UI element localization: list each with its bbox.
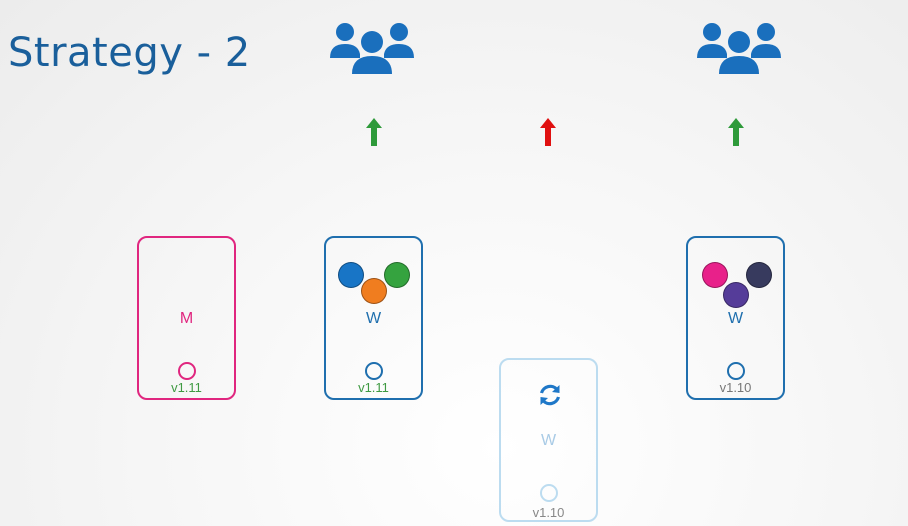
node-status-circle [364,362,383,380]
node-version: v1.11 [171,380,202,395]
pod [746,262,772,288]
worker-node: W v1.11 [324,236,423,400]
pod [702,262,728,288]
pod [384,262,410,288]
worker-node: W v1.10 [686,236,785,400]
node-version: v1.10 [719,380,752,395]
node-letter: W [727,310,744,327]
pod [338,262,364,288]
page-title: Strategy - 2 [8,30,251,76]
node-status-circle [539,484,558,502]
node-version: v1.11 [358,380,389,395]
node-letter: W [365,310,382,327]
users-icon [330,23,414,74]
arrow-up-icon [366,118,382,146]
arrow-up-icon [728,118,744,146]
users-icon [697,23,781,74]
node-letter: W [540,432,557,449]
node-version: v1.10 [532,505,565,520]
worker-node-upgrading: W v1.10 [499,358,598,522]
arrow-up-icon [540,118,556,146]
node-status-circle [726,362,745,380]
refresh-icon [539,384,561,406]
master-node: M v1.11 [137,236,236,400]
node-status-circle [177,362,196,380]
pod [361,278,387,304]
pod [723,282,749,308]
node-letter: M [179,310,194,327]
